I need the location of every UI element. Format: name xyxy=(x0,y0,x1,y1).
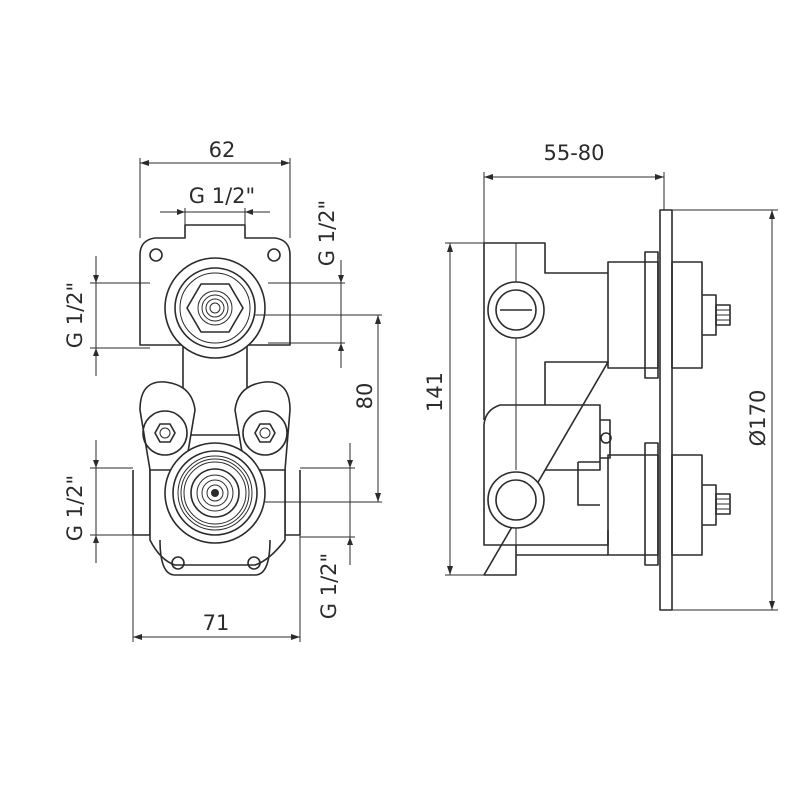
dimension-lines-side xyxy=(445,172,778,611)
dim-label-left-lower-thread: G 1/2" xyxy=(63,475,87,541)
mount-hole-bottom-left xyxy=(171,556,185,570)
left-lug xyxy=(139,381,196,471)
side-lower-port xyxy=(487,471,545,529)
side-upper-cartridge xyxy=(607,251,731,379)
dim-label-top-width: 62 xyxy=(209,138,236,162)
dim-label-right-upper-thread: G 1/2" xyxy=(315,200,339,266)
cover-plate xyxy=(659,209,673,611)
mount-hole-top-left xyxy=(149,248,163,262)
dim-label-left-upper-thread: G 1/2" xyxy=(63,282,87,348)
dim-label-depth: 55-80 xyxy=(543,141,604,165)
side-middle-block xyxy=(545,404,601,471)
dim-label-right-lower-thread: G 1/2" xyxy=(317,553,341,619)
lower-valve-body xyxy=(164,442,266,544)
dim-label-plate-diameter: Ø170 xyxy=(746,390,770,447)
dim-label-center-distance: 80 xyxy=(353,383,377,410)
mount-hole-bottom-right xyxy=(247,556,261,570)
front-view: 62 G 1/2" G 1/2" G 1/2" 80 G 1/2" G 1/2"… xyxy=(63,138,382,642)
dim-label-bottom-width: 71 xyxy=(203,611,230,635)
side-lower-cartridge xyxy=(607,442,731,566)
dim-label-height: 141 xyxy=(423,372,447,412)
dim-label-top-thread: G 1/2" xyxy=(189,184,255,208)
upper-valve-body xyxy=(164,257,266,359)
mount-hole-top-right xyxy=(267,248,281,262)
dimension-lines-front xyxy=(90,158,382,642)
right-lug xyxy=(234,381,291,471)
side-view: 55-80 141 Ø170 xyxy=(423,141,778,611)
side-upper-port xyxy=(487,281,545,339)
